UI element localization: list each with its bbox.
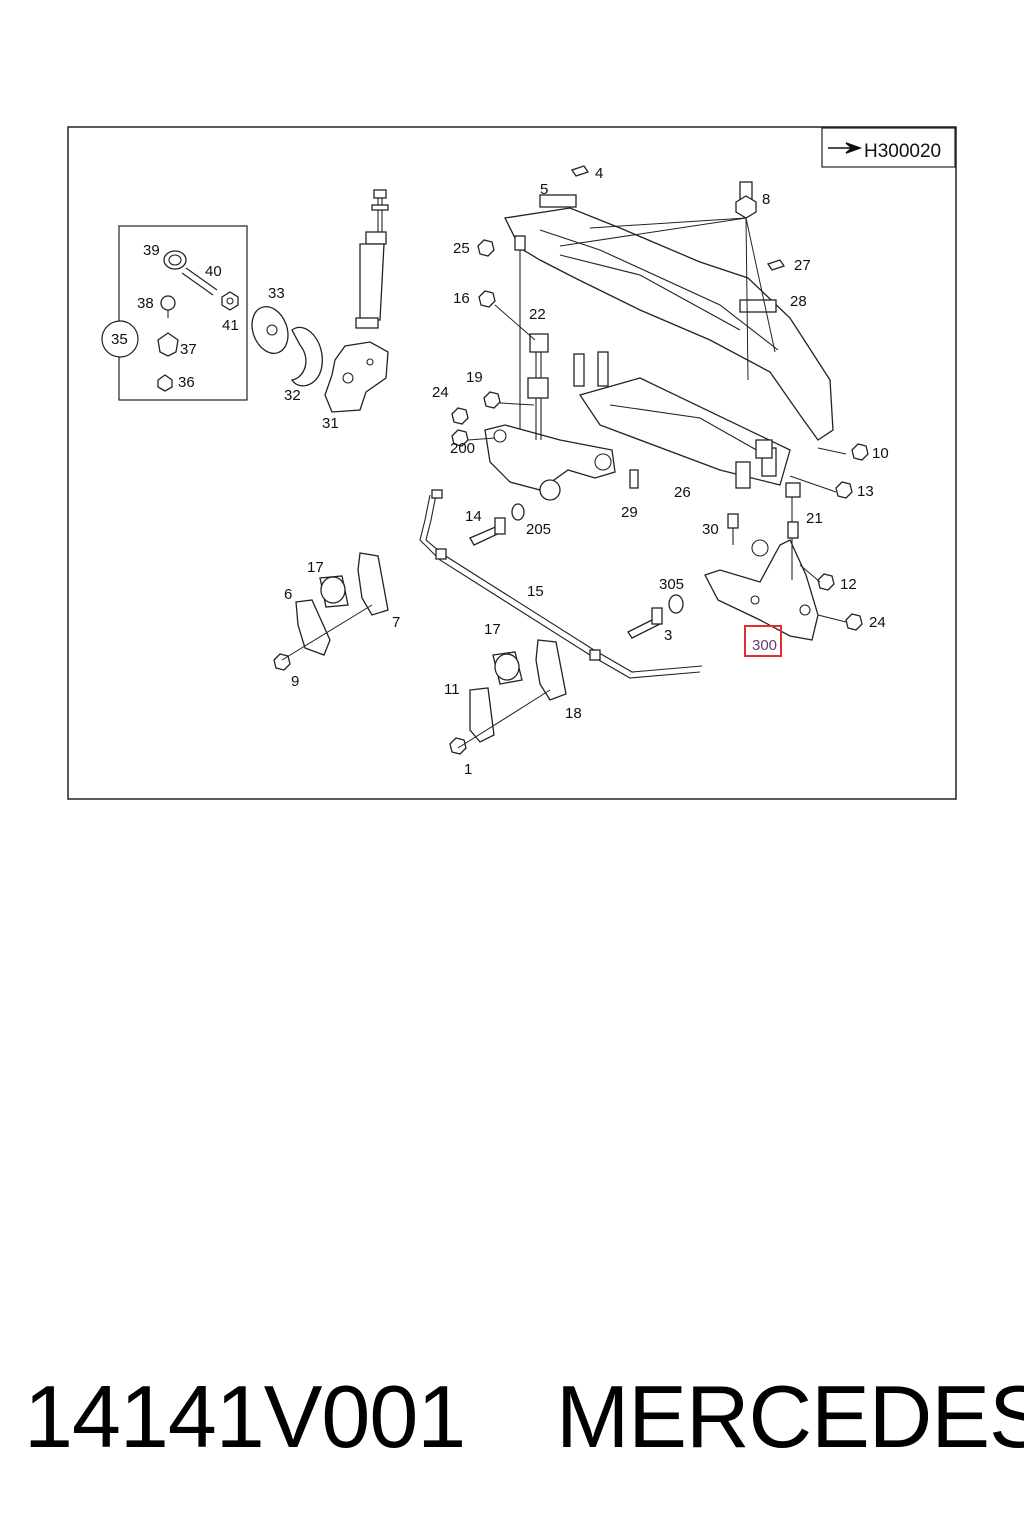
label-13: 13: [857, 483, 874, 500]
label-24-lower: 24: [869, 614, 886, 631]
label-6: 6: [284, 586, 292, 603]
reference-box: H300020: [821, 127, 956, 168]
hub-assembly: [251, 306, 389, 413]
label-41: 41: [222, 317, 239, 334]
label-8: 8: [762, 191, 770, 208]
label-35: 35: [111, 331, 128, 348]
caption: 14141V001 MERCEDES: [0, 1362, 1024, 1472]
label-17-right: 17: [484, 621, 501, 638]
label-300: 300: [752, 637, 777, 654]
label-29: 29: [621, 504, 638, 521]
label-4: 4: [595, 165, 603, 182]
leader-lines: [467, 304, 847, 623]
label-9: 9: [291, 673, 299, 690]
label-200: 200: [450, 440, 475, 457]
label-22: 22: [529, 306, 546, 323]
label-25: 25: [453, 240, 470, 257]
nuts: [451, 165, 869, 631]
label-11: 11: [444, 681, 460, 698]
label-28: 28: [790, 293, 807, 310]
label-18: 18: [565, 705, 582, 722]
label-38: 38: [137, 295, 154, 312]
link-22: [527, 333, 549, 440]
link-21: [785, 482, 801, 580]
label-26: 26: [674, 484, 691, 501]
lower-arm-300: [704, 539, 819, 641]
stabilizer-bar: [419, 489, 703, 679]
label-19: 19: [466, 369, 483, 386]
inset-box: [118, 225, 248, 401]
label-30: 30: [702, 521, 719, 538]
label-40: 40: [205, 263, 222, 280]
bolts-and-bushes: [469, 469, 739, 639]
label-1: 1: [464, 761, 472, 778]
label-21: 21: [806, 510, 823, 527]
label-24-upper: 24: [432, 384, 449, 401]
label-12: 12: [840, 576, 857, 593]
label-305: 305: [659, 576, 684, 593]
arrow-right-icon: [828, 142, 863, 154]
label-15: 15: [527, 583, 544, 600]
label-7: 7: [392, 614, 400, 631]
label-205: 205: [526, 521, 551, 538]
reference-code: H300020: [864, 141, 941, 162]
label-17-left: 17: [307, 559, 324, 576]
clamp-group-left: [273, 552, 389, 671]
inset-parts: [157, 250, 239, 392]
label-31: 31: [322, 415, 339, 432]
label-16: 16: [453, 290, 470, 307]
part-labels: 39 40 38 41 35 37 36 33 32 31 4 5 8 25 2…: [111, 165, 889, 778]
label-39: 39: [143, 242, 160, 259]
label-37: 37: [180, 341, 197, 358]
label-5: 5: [540, 181, 548, 198]
label-33: 33: [268, 285, 285, 302]
subframe: [504, 194, 834, 489]
label-36: 36: [178, 374, 195, 391]
bolt-8: [559, 181, 776, 381]
part-code: 14141V001: [24, 1367, 466, 1466]
upper-arm-200: [484, 424, 616, 501]
label-3: 3: [664, 627, 672, 644]
part-35-callout: [101, 320, 139, 358]
brand-name: MERCEDES: [556, 1367, 1024, 1466]
label-27: 27: [794, 257, 811, 274]
highlight-box-300: [744, 625, 782, 657]
label-10: 10: [872, 445, 889, 462]
diagram-frame: [67, 126, 957, 800]
clamp-group-right: [449, 639, 567, 755]
label-14: 14: [465, 508, 482, 525]
shock-absorber: [355, 189, 389, 329]
label-32: 32: [284, 387, 301, 404]
